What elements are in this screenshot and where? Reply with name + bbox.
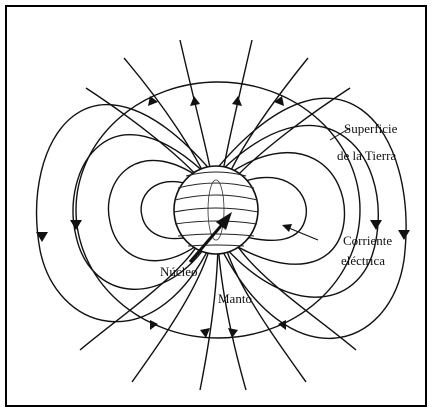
arrowhead bbox=[190, 96, 200, 106]
arrowhead bbox=[70, 220, 82, 230]
arrowhead bbox=[274, 96, 284, 106]
arrowhead bbox=[232, 96, 242, 106]
mantle-label: Manto bbox=[218, 291, 252, 306]
current-label-line1: Corriente bbox=[343, 233, 392, 248]
current-label-line2: eléctrica bbox=[341, 253, 385, 268]
arrowhead bbox=[398, 230, 410, 240]
core-label: Núcleo bbox=[160, 264, 198, 279]
core-sphere bbox=[174, 166, 258, 254]
surface-label-line1: Superficie bbox=[344, 121, 398, 136]
arrowhead bbox=[370, 220, 382, 230]
surface-label-line2: de la Tierra bbox=[337, 148, 396, 163]
